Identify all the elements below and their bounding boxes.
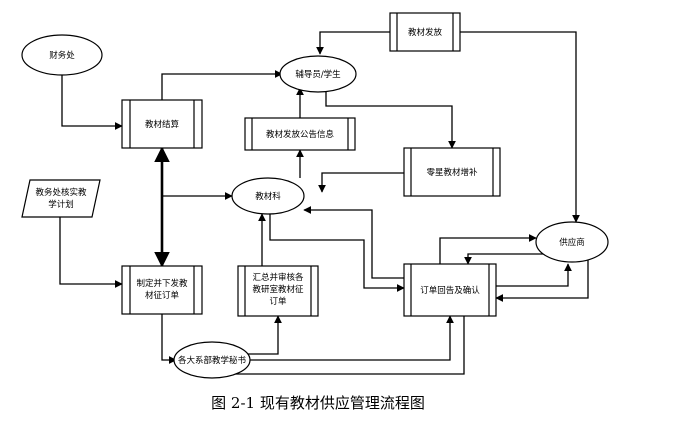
node-supplier: 供应商 [535,221,609,263]
edge-supplier-confirm-1 [464,253,544,265]
edge-supplier-confirm-2 [495,260,589,302]
node-summary-label-3: 订单 [269,296,287,307]
edge-confirm-secretary [224,316,465,376]
edge-distribution-supplier [460,31,580,223]
node-summary: 汇总并审核各 教研室教材征 订单 [237,265,319,317]
node-materials-label: 教材科 [255,191,281,202]
node-settlement: 教材结算 [121,99,203,149]
node-counselor: 辅导员/学生 [279,55,357,93]
node-summary-label-2: 教研室教材征 [252,284,304,295]
node-academic: 教务处核实教 学计划 [21,179,101,218]
node-confirm: 订单回告及确认 [403,263,497,317]
node-retail-label: 零星教材增补 [426,167,478,178]
edge-settlement-counselor [161,70,283,100]
node-counselor-label: 辅导员/学生 [295,69,341,80]
node-finance-label: 财务处 [49,50,75,61]
node-summary-label-1: 汇总并审核各 [252,272,304,283]
edge-ordering-secretary [161,314,177,364]
node-settlement-label: 教材结算 [145,119,180,130]
edge-finance-settlement [61,75,123,130]
node-confirm-label: 订单回告及确认 [420,285,480,296]
node-ordering-label-1: 制定并下发教 [136,278,188,289]
node-ordering: 制定并下发教 材征订单 [121,265,203,315]
edge-counselor-retail [325,92,456,149]
figure-caption: 图 2-1 现有教材供应管理流程图 [211,394,425,412]
node-secretary: 各大系部教学秘书 [173,341,251,379]
node-academic-label-2: 学计划 [48,199,74,210]
edge-distribution-counselor [316,31,390,55]
edge-secretary-summary [246,315,282,355]
edge-academic-ordering [59,217,123,288]
node-notice: 教材发放公告信息 [244,117,356,151]
node-distribution: 教材发放 [389,12,461,52]
edge-confirm-supplier [439,234,537,264]
edge-materials-confirm [269,213,405,292]
node-secretary-label: 各大系部教学秘书 [178,355,247,366]
node-materials: 教材科 [231,177,305,215]
edge-confirm-supplier-2 [496,263,572,287]
node-notice-label: 教材发放公告信息 [266,129,335,140]
node-academic-label-1: 教务处核实教 [35,187,87,198]
edge-confirm-materials [303,206,404,279]
edge-retail-materials [318,172,404,193]
node-distribution-label: 教材发放 [408,27,443,38]
node-supplier-label: 供应商 [559,237,585,248]
node-ordering-label-2: 材征订单 [145,290,180,301]
edge-secretary-confirm [250,315,454,361]
node-finance: 财务处 [21,34,103,76]
node-retail: 零星教材增补 [403,147,501,197]
